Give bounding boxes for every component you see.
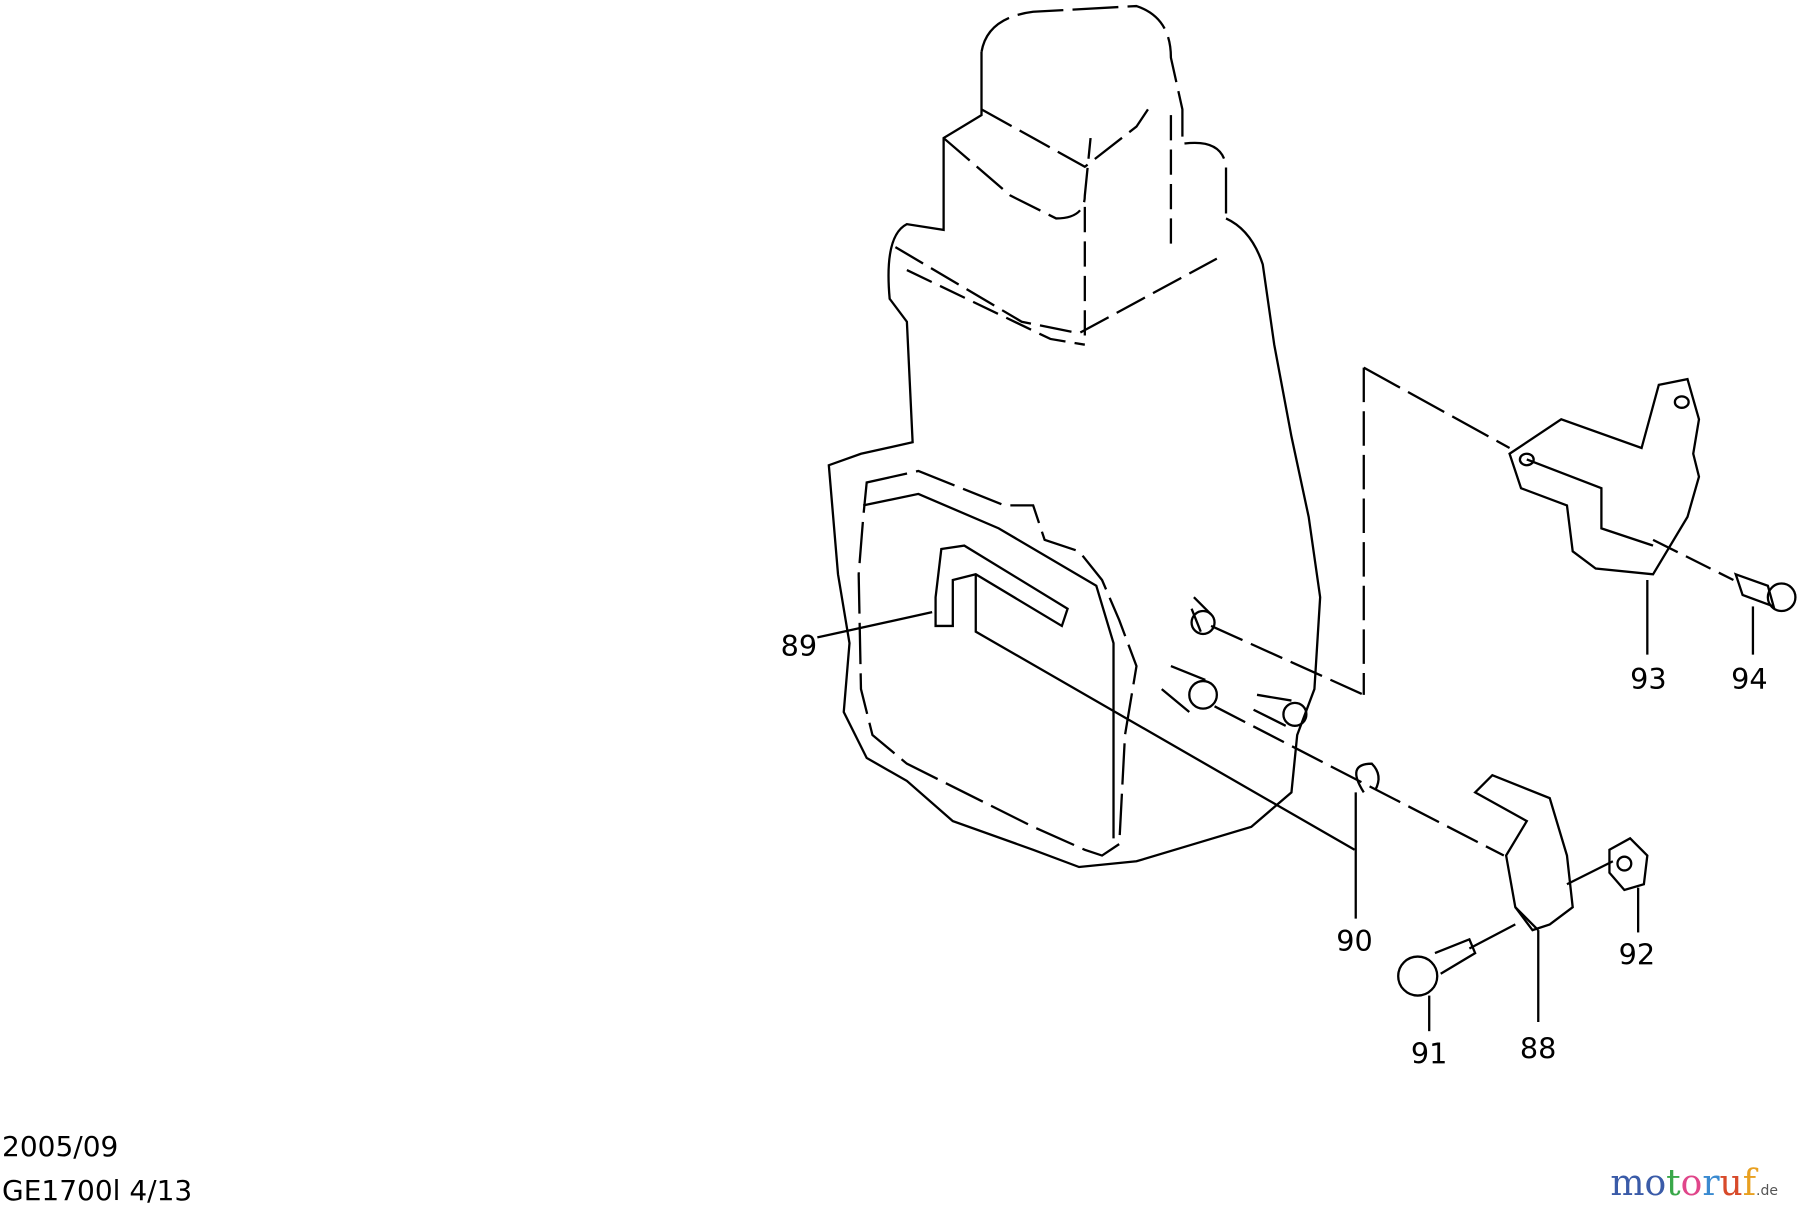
part-91-bolt [1397, 923, 1516, 1032]
bushings [1160, 367, 1505, 857]
label-90: 90 [1336, 924, 1373, 958]
label-91: 91 [1411, 1036, 1448, 1070]
part-89-shaft [817, 544, 1356, 851]
footer-date: 2005/09 [2, 1130, 119, 1163]
part-88-lever [1473, 773, 1614, 1022]
label-93: 93 [1630, 662, 1667, 696]
label-88: 88 [1520, 1032, 1557, 1066]
part-94-bolt [1733, 572, 1797, 655]
label-89: 89 [781, 629, 818, 663]
part-93-bracket [1363, 366, 1734, 655]
part-92-nut [1608, 836, 1649, 933]
label-92: 92 [1619, 938, 1656, 972]
footer-model-page: GE1700l 4/13 [2, 1174, 193, 1207]
engine-housing-outline [827, 4, 1322, 869]
part-90-e-clip [1354, 762, 1380, 919]
motoruf-logo: motoruf.de [1610, 1163, 1778, 1204]
label-94: 94 [1731, 662, 1768, 696]
